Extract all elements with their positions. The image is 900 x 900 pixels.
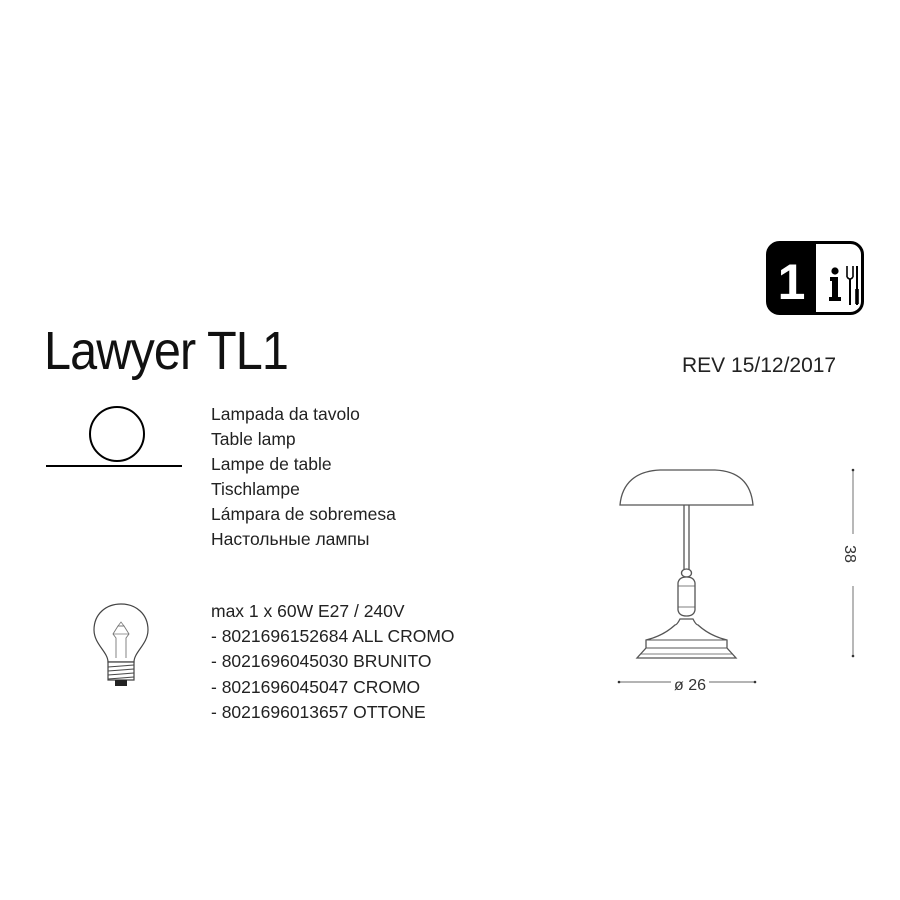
variant-item: - 8021696152684 ALL CROMO (211, 626, 455, 647)
product-type-list: Lampada da tavolo Table lamp Lampe de ta… (211, 402, 396, 552)
height-dimension-label: 38 (840, 545, 858, 563)
description-ru: Настольные лампы (211, 529, 370, 549)
product-title: Lawyer TL1 (44, 321, 289, 381)
revision-date: REV 15/12/2017 (682, 354, 837, 377)
variant-item: - 8021696045047 CROMO (211, 676, 421, 697)
specs-list: max 1 x 60W E27 / 240V - 8021696152684 A… (211, 599, 455, 725)
description-fr: Lampe de table (211, 454, 332, 474)
height-dimension-line (851, 468, 855, 658)
table-surface-icon (46, 406, 182, 467)
instruction-badge: 1 (766, 241, 864, 315)
variant-item: - 8021696013657 OTTONE (211, 701, 426, 722)
info-icon (829, 267, 841, 301)
description-en: Table lamp (211, 429, 296, 449)
diameter-dimension-label: ø 26 (671, 677, 710, 695)
description-it: Lampada da tavolo (211, 404, 360, 424)
lamp-drawing (619, 469, 754, 659)
description-es: Lámpara de sobremesa (211, 504, 396, 524)
variant-item: - 8021696045030 BRUNITO (211, 651, 432, 672)
light-bulb-icon (93, 603, 149, 686)
power-spec: max 1 x 60W E27 / 240V (211, 601, 405, 621)
badge-number: 1 (778, 254, 806, 310)
description-de: Tischlampe (211, 479, 300, 499)
tools-icon (846, 266, 859, 305)
